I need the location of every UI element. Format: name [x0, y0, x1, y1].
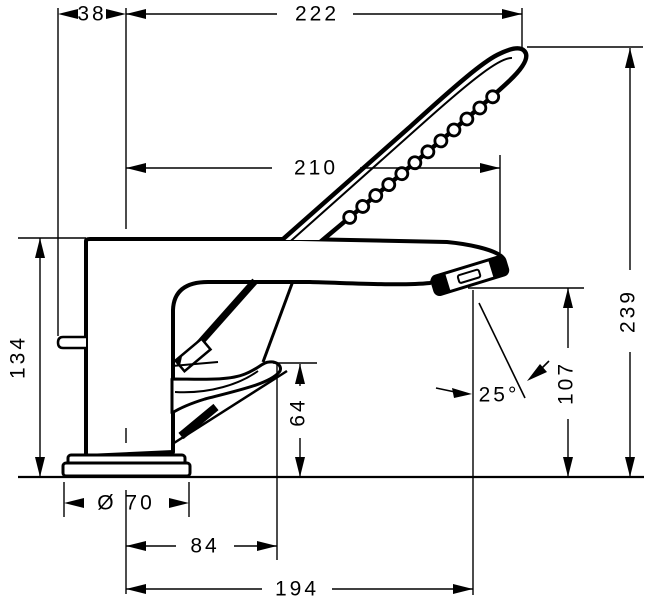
dimension-134-label: 134	[7, 335, 30, 379]
base-flange	[61, 461, 192, 478]
dimension-diameter-label: Ø 70	[97, 492, 155, 515]
dimension-38: 38	[58, 3, 126, 26]
aerator-outlet	[430, 255, 510, 296]
faucet-body	[56, 237, 510, 478]
side-tab	[56, 335, 86, 350]
dimension-194: 194	[126, 578, 473, 600]
dimension-222: 222	[126, 3, 522, 26]
lever-shaft	[261, 280, 295, 363]
dimension-210: 210	[126, 157, 500, 180]
dimension-222-label: 222	[295, 3, 339, 26]
dimension-84-label: 84	[190, 535, 219, 558]
dimension-angle-25: 25°	[435, 302, 550, 407]
dimension-64-label: 64	[287, 397, 310, 426]
hand-shower	[276, 46, 529, 240]
hand-shower-outline	[276, 46, 529, 240]
dimension-210-label: 210	[294, 157, 338, 180]
dimension-84: 84	[126, 535, 277, 558]
lever-handle-inner-line	[174, 370, 259, 394]
dimension-134: 134	[7, 238, 45, 477]
spray-nozzles	[342, 89, 501, 225]
dimension-angle-label: 25°	[479, 384, 520, 407]
dimension-194-label: 194	[275, 578, 319, 600]
set-screw-plate	[173, 336, 213, 374]
dimension-diameter-70: Ø 70	[64, 492, 189, 515]
dimension-107: 107	[555, 288, 578, 477]
arch-inner-line	[171, 361, 219, 367]
dimension-239: 239	[617, 48, 640, 477]
dimension-64: 64	[287, 364, 310, 477]
extension-lines	[18, 8, 644, 595]
hand-shower-inner-line	[286, 57, 513, 240]
dimension-107-label: 107	[555, 361, 578, 405]
dimension-239-label: 239	[617, 289, 640, 333]
lower-link-thick	[178, 403, 219, 440]
dimension-38-label: 38	[77, 3, 106, 26]
